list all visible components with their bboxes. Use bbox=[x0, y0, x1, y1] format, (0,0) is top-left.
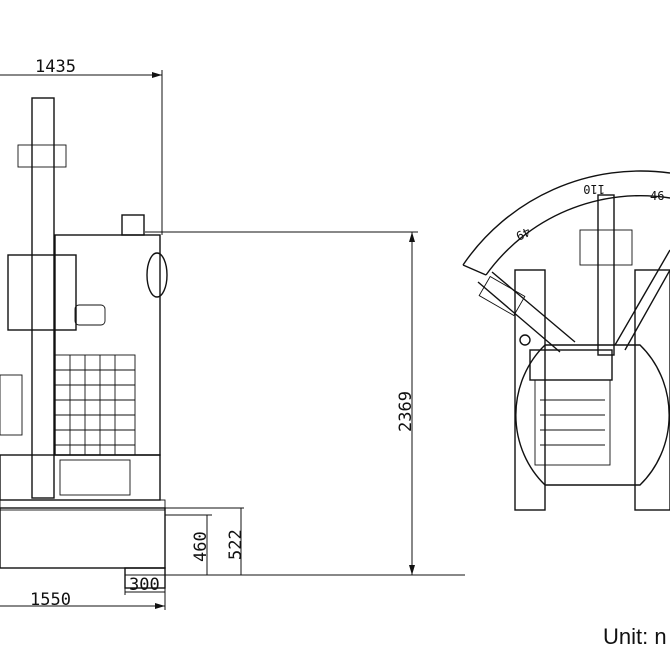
seat bbox=[74, 304, 106, 326]
arm-left bbox=[477, 281, 561, 353]
upper-structure bbox=[515, 344, 670, 486]
swing-arc-inner bbox=[485, 195, 670, 276]
bucket-left bbox=[478, 275, 526, 317]
arm-right bbox=[614, 249, 670, 346]
control-panel bbox=[529, 349, 613, 381]
front-dimensions: 1435 2369 522 460 300 1550 bbox=[0, 57, 465, 610]
hood-vents bbox=[540, 399, 605, 446]
pivot-point bbox=[519, 334, 531, 346]
lower-panel bbox=[59, 459, 131, 496]
side-mirror bbox=[146, 252, 168, 298]
engine-hood bbox=[534, 379, 611, 466]
cab-frame bbox=[54, 234, 161, 456]
swing-angle-left: 49 bbox=[514, 224, 533, 243]
right-track bbox=[634, 269, 670, 511]
cab-grille bbox=[54, 354, 136, 456]
left-lamp bbox=[0, 374, 23, 436]
swing-angle-center: 110 bbox=[583, 182, 605, 196]
arm-right-2 bbox=[624, 269, 670, 351]
dim-460: 460 bbox=[191, 531, 211, 562]
dim-300: 300 bbox=[129, 575, 160, 595]
boom-bracket bbox=[17, 144, 67, 168]
boom-head bbox=[579, 229, 633, 266]
dim-2369: 2369 bbox=[396, 391, 416, 432]
arm-left-2 bbox=[491, 271, 576, 343]
dim-1435: 1435 bbox=[35, 57, 76, 77]
front-view-excavator bbox=[0, 97, 168, 589]
unit-label: Unit: n bbox=[603, 624, 667, 649]
cab-roof-light bbox=[121, 214, 145, 236]
top-view-excavator: 49 110 46 bbox=[462, 170, 670, 511]
boom-cylinder-housing bbox=[7, 254, 77, 331]
dim-522: 522 bbox=[226, 529, 246, 560]
boom-arm bbox=[31, 97, 55, 499]
swing-arc-outer bbox=[462, 170, 670, 266]
dim-1550: 1550 bbox=[30, 590, 71, 610]
boom-top bbox=[597, 194, 615, 356]
cab-grille-lines bbox=[55, 355, 135, 455]
lower-body bbox=[0, 454, 161, 501]
dozer-blade bbox=[0, 507, 166, 569]
left-track bbox=[514, 269, 546, 511]
swing-angle-right: 46 bbox=[650, 189, 664, 203]
